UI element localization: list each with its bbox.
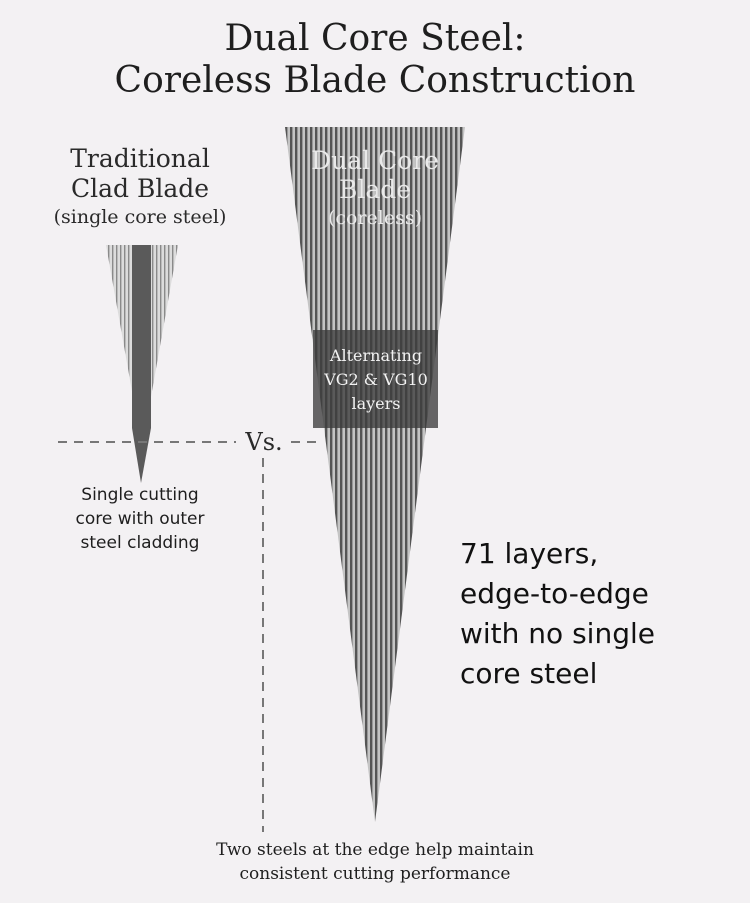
page-title-line-1: Dual Core Steel: bbox=[224, 18, 526, 59]
bottom-caption: Two steels at the edge help maintain con… bbox=[150, 838, 600, 886]
dual-core-description: 71 layers, edge-to-edge with no single c… bbox=[460, 534, 730, 694]
bottom-caption-line-1: Two steels at the edge help maintain bbox=[216, 840, 534, 860]
layers-inset-label: Alternating VG2 & VG10 layers bbox=[316, 344, 436, 416]
versus-label: Vs. bbox=[245, 428, 283, 456]
dual-core-blade bbox=[285, 127, 465, 822]
traditional-caption-line-1: Single cutting bbox=[81, 485, 199, 505]
traditional-heading-line-1: Traditional bbox=[70, 144, 210, 173]
dual-core-heading-line-1: Dual Core bbox=[311, 146, 439, 175]
dual-core-heading: Dual Core Blade bbox=[295, 146, 455, 204]
layers-inset-line-3: layers bbox=[351, 394, 401, 413]
traditional-caption-line-2: core with outer bbox=[75, 509, 205, 529]
dual-core-subheading: (coreless) bbox=[327, 207, 423, 229]
traditional-subheading: (single core steel) bbox=[53, 206, 227, 228]
traditional-caption: Single cutting core with outer steel cla… bbox=[40, 483, 240, 555]
traditional-blade-core bbox=[132, 245, 151, 483]
layers-inset-line-2: VG2 & VG10 bbox=[324, 370, 428, 389]
layers-inset-box bbox=[313, 330, 438, 428]
bottom-caption-line-2: consistent cutting performance bbox=[239, 864, 511, 884]
dual-core-description-line-4: core steel bbox=[460, 657, 598, 690]
traditional-caption-line-3: steel cladding bbox=[80, 533, 200, 553]
dual-core-description-line-1: 71 layers, bbox=[460, 537, 599, 570]
dual-core-description-line-2: edge-to-edge bbox=[460, 577, 649, 610]
traditional-heading-line-2: Clad Blade bbox=[70, 174, 210, 203]
dual-core-heading-line-2: Blade bbox=[338, 175, 412, 204]
traditional-heading: Traditional Clad Blade bbox=[40, 144, 240, 204]
dual-core-description-line-3: with no single bbox=[460, 617, 655, 650]
page-title-line-2: Coreless Blade Construction bbox=[114, 60, 636, 101]
layers-inset-line-1: Alternating bbox=[329, 346, 423, 365]
